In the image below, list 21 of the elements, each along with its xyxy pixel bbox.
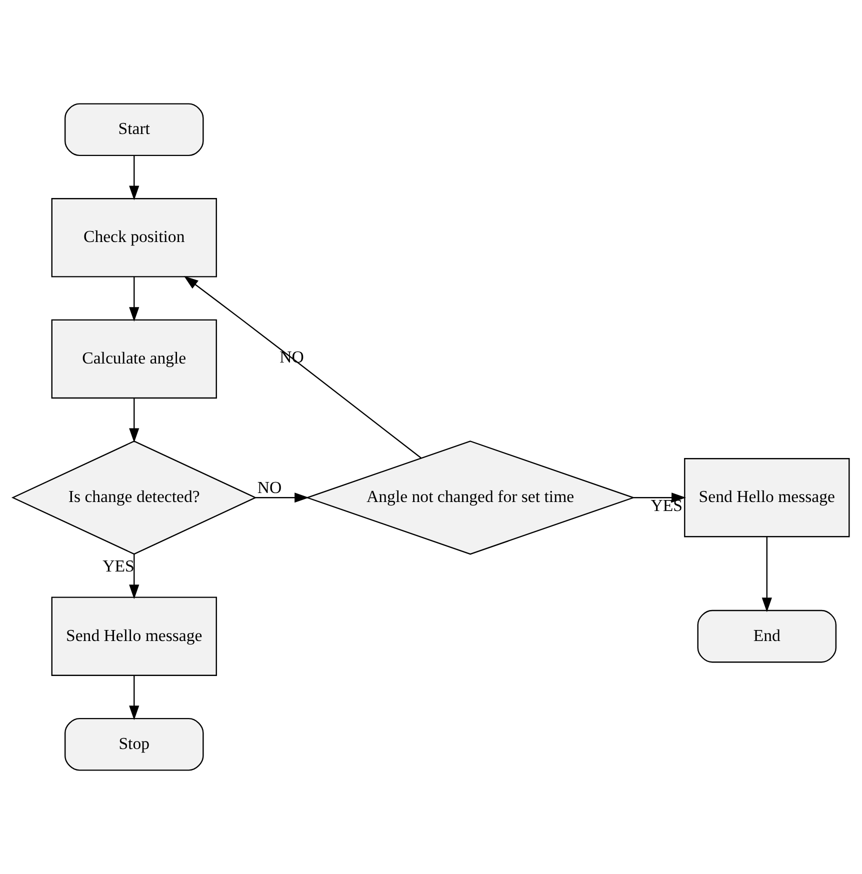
- node-box: Start: [64, 103, 204, 156]
- node-diamond: Angle not changed for set time: [305, 440, 636, 555]
- edge-label: YES: [102, 556, 134, 576]
- arrow: [129, 156, 140, 200]
- node-diamond: Is change detected?: [11, 440, 257, 555]
- node-box: Send Hello message: [51, 596, 217, 676]
- arrow: [129, 398, 140, 443]
- arrow: [184, 276, 422, 458]
- edge-label: NO: [257, 478, 282, 498]
- node-box: Check position: [51, 198, 217, 278]
- node-box: End: [697, 610, 837, 663]
- arrow: [256, 492, 309, 503]
- node-box: Calculate angle: [51, 319, 217, 399]
- node-box: Stop: [64, 718, 204, 771]
- arrow: [129, 276, 140, 322]
- arrow: [762, 536, 772, 612]
- node-box: Send Hello message: [684, 458, 850, 538]
- edge-label: YES: [650, 496, 682, 516]
- arrow: [129, 554, 140, 600]
- arrow: [129, 676, 140, 720]
- arrow: [634, 492, 686, 503]
